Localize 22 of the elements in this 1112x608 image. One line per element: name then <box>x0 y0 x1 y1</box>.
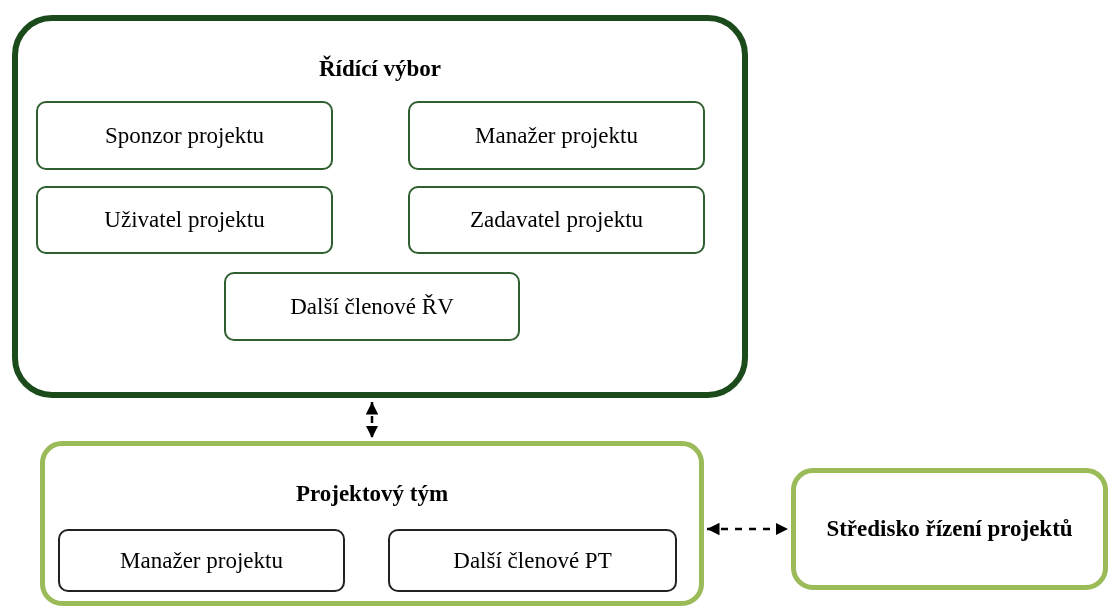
role-box <box>36 101 333 170</box>
box-label: Další členové PT <box>452 546 613 575</box>
role-box <box>36 186 333 254</box>
box-label: Zadavatel projektu <box>468 206 645 234</box>
box-label: Manažer projektu <box>119 546 284 575</box>
group-box <box>12 15 748 398</box>
group-box <box>40 441 704 606</box>
double-arrow <box>707 522 788 536</box>
role-box <box>58 529 345 592</box>
box-label: Sponzor projektu <box>103 121 266 150</box>
box-label: Manažer projektu <box>474 121 639 150</box>
role-box <box>224 272 520 341</box>
box-label: Uživatel projektu <box>103 206 266 234</box>
box-label: Další členové ŘV <box>289 292 455 321</box>
role-box <box>388 529 677 592</box>
group-heading: Projektový tým <box>294 480 450 508</box>
group-heading: Řídící výbor <box>318 54 442 83</box>
role-box <box>408 101 705 170</box>
role-box <box>408 186 705 254</box>
double-arrow <box>365 402 379 438</box>
group-box <box>791 468 1108 590</box>
box-label: Středisko řízení projektů <box>825 515 1074 544</box>
